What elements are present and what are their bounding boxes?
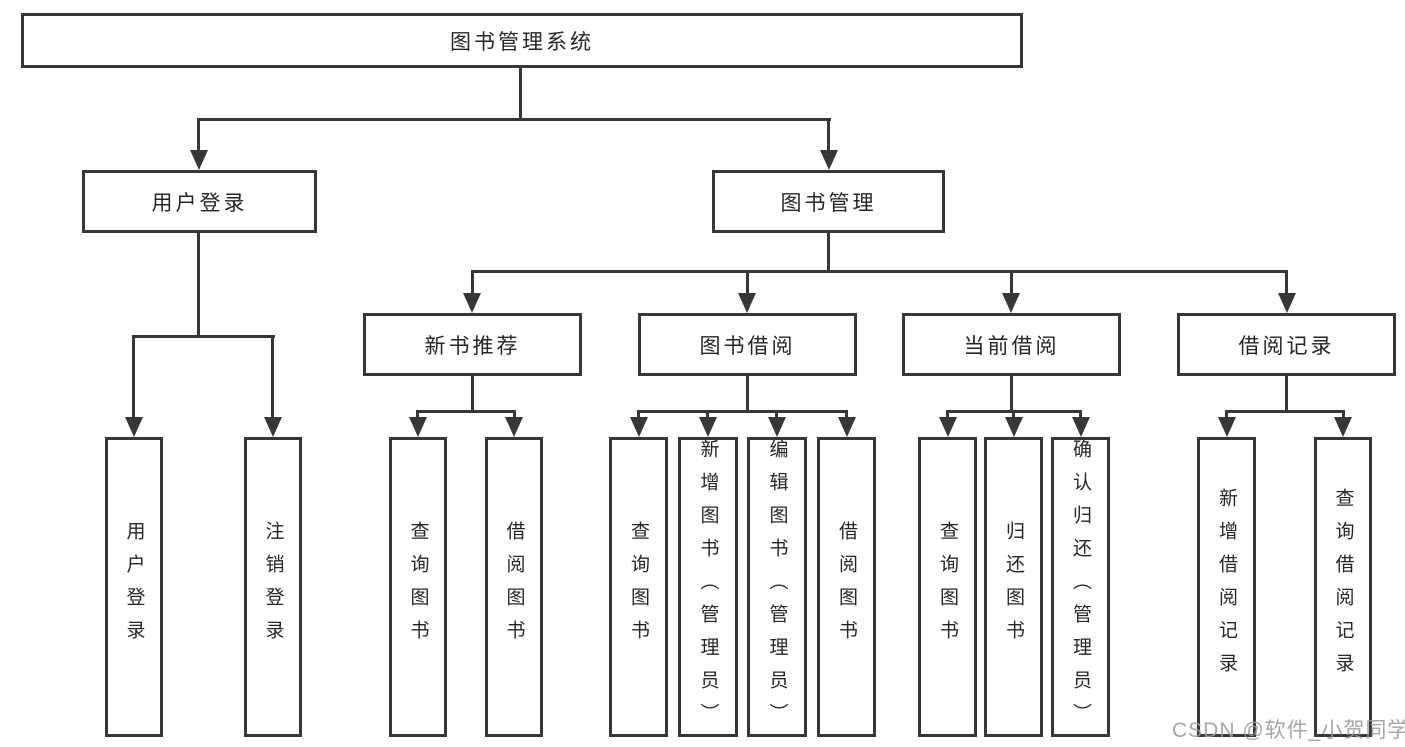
leaf-borrowing-borrow-books: 借阅图书 [817, 437, 876, 737]
connector-line [1225, 410, 1345, 413]
leaf-recommend-borrow-books: 借阅图书 [485, 437, 543, 737]
leaf-label: 新增借阅记录 [1216, 488, 1237, 686]
leaf-borrowing-edit-books-admin: 编辑图书（管理员） [747, 437, 807, 737]
connector-line [271, 335, 274, 421]
node-new-book-recommend: 新书推荐 [363, 313, 582, 376]
leaf-label: 借阅图书 [503, 521, 525, 653]
arrowhead-icon [1002, 293, 1020, 313]
node-borrowing-records: 借阅记录 [1177, 313, 1396, 376]
leaf-current-confirm-return-admin: 确认归还（管理员） [1051, 437, 1110, 737]
arrowhead-icon [1218, 417, 1236, 437]
connector-line [519, 68, 522, 118]
connector-line [197, 118, 200, 154]
leaf-user-login: 用户登录 [105, 437, 163, 737]
connector-line [1225, 410, 1228, 421]
arrowhead-icon [264, 417, 282, 437]
arrowhead-icon [1005, 417, 1023, 437]
connector-line [1342, 410, 1345, 421]
arrowhead-icon [190, 150, 208, 170]
leaf-label: 新增图书（管理员） [697, 438, 719, 736]
connector-line [845, 410, 848, 421]
arrowhead-icon [1334, 417, 1352, 437]
leaf-recommend-query-books: 查询图书 [389, 437, 447, 737]
connector-line [1079, 410, 1082, 421]
arrowhead-icon [939, 417, 957, 437]
leaf-current-query-books: 查询图书 [918, 437, 977, 737]
connector-line [746, 376, 749, 413]
arrowhead-icon [1278, 293, 1296, 313]
node-book-borrowing: 图书借阅 [638, 313, 857, 376]
leaf-label: 借阅图书 [836, 521, 857, 653]
leaf-label: 查询图书 [628, 521, 649, 653]
connector-line [1285, 270, 1288, 297]
leaf-label: 查询图书 [937, 521, 958, 653]
connector-line [197, 118, 831, 121]
connector-line [416, 410, 516, 413]
arrowhead-icon [463, 293, 481, 313]
leaf-label: 归还图书 [1003, 521, 1024, 653]
connector-line [513, 410, 516, 421]
csdn-watermark: CSDN @软件_小贺同学 [1172, 719, 1405, 742]
connector-line [197, 233, 200, 335]
connector-line [775, 410, 778, 421]
connector-line [416, 410, 419, 421]
arrowhead-icon [125, 417, 143, 437]
connector-line [746, 270, 749, 297]
connector-line [471, 376, 474, 413]
connector-line [1285, 376, 1288, 413]
connector-line [471, 270, 474, 297]
connector-line [827, 118, 830, 154]
node-current-borrowing: 当前借阅 [902, 313, 1121, 376]
node-book-management: 图书管理 [712, 170, 945, 233]
connector-line [1010, 376, 1013, 413]
leaf-logout: 注销登录 [244, 437, 302, 737]
leaf-borrowing-query-books: 查询图书 [609, 437, 668, 737]
node-user-login: 用户登录 [82, 170, 317, 233]
leaf-label: 注销登录 [262, 521, 284, 653]
arrowhead-icon [738, 293, 756, 313]
connector-line [132, 335, 135, 421]
arrowhead-icon [1072, 417, 1090, 437]
connector-line [637, 410, 848, 413]
arrowhead-icon [409, 417, 427, 437]
arrowhead-icon [699, 417, 717, 437]
connector-line [827, 233, 830, 270]
connector-line [1012, 410, 1015, 421]
leaf-records-add-record: 新增借阅记录 [1197, 437, 1256, 737]
connector-line [637, 410, 640, 421]
arrowhead-icon [838, 417, 856, 437]
connector-line [706, 410, 709, 421]
arrowhead-icon [820, 150, 838, 170]
arrowhead-icon [630, 417, 648, 437]
arrowhead-icon [505, 417, 523, 437]
leaf-records-query-record: 查询借阅记录 [1314, 437, 1372, 737]
leaf-label: 编辑图书（管理员） [766, 438, 788, 736]
leaf-label: 查询图书 [407, 521, 429, 653]
arrowhead-icon [768, 417, 786, 437]
leaf-label: 查询借阅记录 [1332, 488, 1354, 686]
leaf-current-return-books: 归还图书 [984, 437, 1043, 737]
connector-line [471, 270, 1288, 273]
connector-line [132, 335, 275, 338]
leaf-label: 确认归还（管理员） [1070, 438, 1091, 736]
node-library-management-system: 图书管理系统 [21, 13, 1023, 68]
connector-line [946, 410, 949, 421]
connector-line [1010, 270, 1013, 297]
leaf-label: 用户登录 [123, 521, 145, 653]
leaf-borrowing-add-books-admin: 新增图书（管理员） [678, 437, 738, 737]
